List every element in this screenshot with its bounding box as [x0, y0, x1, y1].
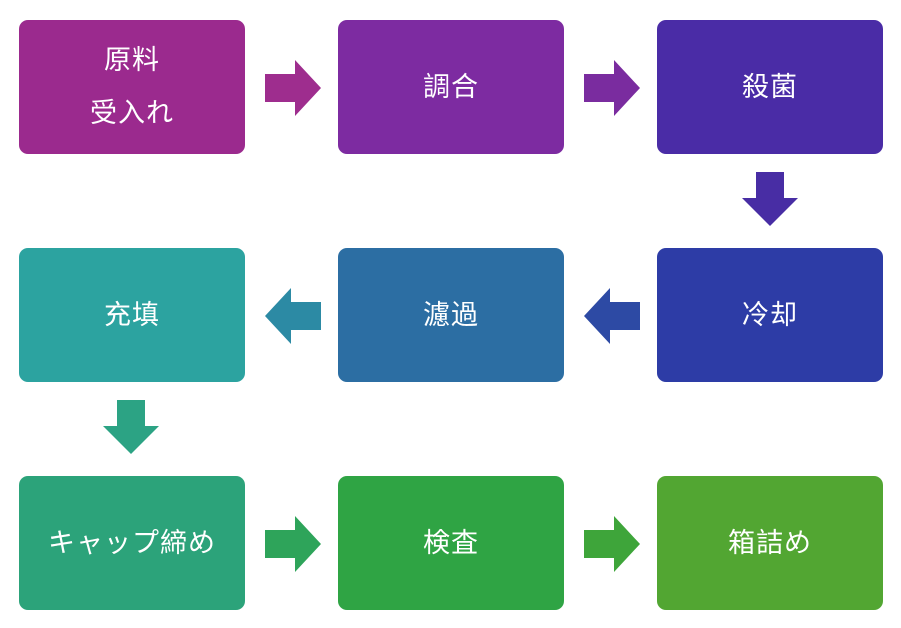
step-raw-material: 原料 受入れ [19, 20, 245, 154]
step-cooling: 冷却 [657, 248, 883, 382]
step-filling: 充填 [19, 248, 245, 382]
step-label-line: 原料 [104, 45, 160, 76]
arrow-right-icon [265, 60, 321, 116]
step-label: キャップ締め [48, 527, 216, 559]
arrow-right-icon [584, 516, 640, 572]
arrow-left-icon [584, 288, 640, 344]
step-label: 冷却 [742, 299, 798, 331]
step-label: 充填 [104, 299, 160, 331]
step-sterilization: 殺菌 [657, 20, 883, 154]
step-label: 濾過 [423, 299, 479, 331]
arrow-right-icon [265, 516, 321, 572]
step-inspection: 検査 [338, 476, 564, 610]
arrow-left-icon [265, 288, 321, 344]
step-boxing: 箱詰め [657, 476, 883, 610]
arrow-down-icon [742, 172, 798, 228]
step-label: 殺菌 [742, 71, 798, 103]
step-label: 調合 [423, 71, 479, 103]
step-filtration: 濾過 [338, 248, 564, 382]
arrow-right-icon [584, 60, 640, 116]
step-blending: 調合 [338, 20, 564, 154]
step-label-line: 受入れ [90, 98, 174, 129]
arrow-down-icon [103, 400, 159, 456]
step-label: 箱詰め [728, 527, 812, 559]
step-label: 検査 [423, 527, 479, 559]
step-capping: キャップ締め [19, 476, 245, 610]
